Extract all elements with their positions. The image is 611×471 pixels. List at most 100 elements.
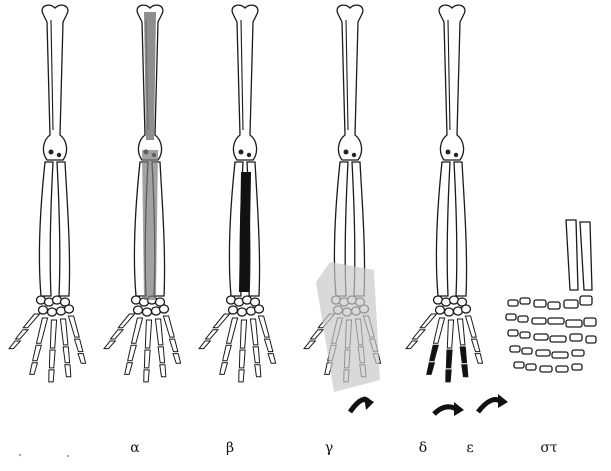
phalanx [304,341,315,349]
hand-bone [532,318,546,324]
phalanx [60,319,68,345]
phalanx [125,363,133,375]
radius [436,162,450,296]
phalanx [446,350,452,368]
hand-bone [550,336,566,342]
phalanx [155,319,163,345]
phalanx [434,318,445,343]
phalanx [158,347,164,363]
humerus [42,5,68,160]
carpal-bone [134,306,143,314]
hand-bone [522,348,532,354]
arm-beta [199,5,276,382]
hand-bone [506,314,516,320]
hand-bone [520,298,530,304]
phalanx [33,345,42,361]
phalanx [475,354,483,364]
hand-bone [510,346,520,352]
hand-bone [548,318,564,324]
phalanx [239,350,245,368]
phalanx [173,354,181,364]
phalanx [78,354,86,364]
phalanx [23,314,39,328]
hand-bone [514,362,524,368]
phalanx [104,341,115,349]
hand-bone [552,352,568,358]
phalanx [206,330,219,339]
hand-bone [580,296,592,305]
carpal-bone [436,306,445,314]
phalanx [413,330,426,339]
hand-bone [526,364,536,370]
ulna-detail [580,222,592,290]
phalanx [446,370,451,382]
phalanx [128,345,137,361]
carpal-bone [445,308,454,316]
elbow-mark [344,150,349,155]
carpal-bone [143,308,152,316]
shaded-humerus [144,12,156,140]
phalanx [420,314,436,328]
phalanx [199,341,210,349]
carpal-bone [462,305,471,313]
hand-bone [534,334,548,340]
phalanx [311,330,324,339]
phalanx [160,365,166,377]
phalanx [111,330,124,339]
hand-bone [548,302,560,309]
elbow-mark [247,153,251,157]
arm-intact [9,5,86,382]
carpal-bone [229,306,238,314]
radius-detail [566,220,578,290]
label-beta: β [210,440,250,456]
hand-bone [536,350,550,356]
phalanx [30,363,38,375]
phalanx [144,350,150,368]
phalanx [465,316,476,337]
hand-bone [572,364,582,370]
phalanx [406,341,417,349]
phalanx [427,363,435,375]
hand-bone [570,334,582,341]
phalanx [49,370,54,382]
phalanx [460,347,466,363]
phalanx [223,345,232,361]
phalanx [132,318,143,343]
label-alpha: α [115,440,155,456]
humerus [337,5,363,160]
phalanx [74,339,82,351]
phalanx [213,314,229,328]
phalanx [457,319,465,345]
phalanx [471,339,479,351]
hand-bone [564,300,578,308]
humerus [232,5,258,160]
phalanx [9,341,20,349]
phalanx [163,316,174,337]
phalanx [227,318,238,343]
label-stigma: στ [529,440,569,456]
phalanx [169,339,177,351]
elbow-mark [57,153,61,157]
carpal-bone [65,305,74,313]
hand-bone [584,318,596,326]
hand-bone [518,316,528,322]
phalanx [462,365,468,377]
phalanx [239,370,244,382]
phalanx [268,354,276,364]
phalanx [37,318,48,343]
arrow-gamma-head [364,396,374,410]
phalanx [250,319,258,345]
speck [67,455,69,457]
hand-bone [556,366,568,372]
hand-bone [572,350,584,356]
phalanx [68,316,79,337]
hand-bone [508,300,518,306]
label-epsilon: ε [450,440,490,456]
arm-alpha [104,5,181,382]
ulna [57,162,70,296]
hand-bone [508,330,518,336]
phalanx [49,350,55,368]
hand-bone [534,300,546,307]
phalanx [258,316,269,337]
